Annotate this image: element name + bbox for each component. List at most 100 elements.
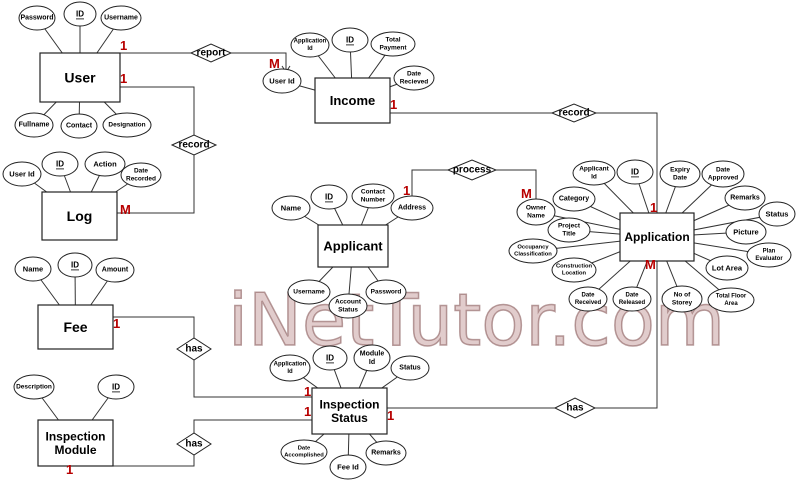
attribute-is-id: ID [312, 345, 348, 371]
attribute-label-text: Evaluator [755, 256, 783, 262]
attribute-label-text: Status [399, 365, 421, 372]
attribute-label-text: Id [287, 369, 293, 375]
attribute-ellipse [701, 160, 745, 188]
attribute-label-text: Password [371, 289, 402, 296]
attribute-label-text: Id [307, 46, 313, 52]
attribute-log-userid: User Id [2, 161, 42, 187]
attribute-label-text: Contact [66, 123, 93, 130]
attribute-is-status: Status [390, 355, 430, 381]
attribute-ellipse [331, 27, 369, 53]
attribute-ellipse [707, 287, 755, 313]
relationship-label-text: has [185, 344, 203, 355]
attribute-label-text: Construction [556, 263, 593, 269]
attribute-inc-userid: User Id [262, 68, 302, 94]
attribute-ellipse [13, 374, 55, 400]
attribute-label-text: ID [76, 10, 84, 19]
cardinality-im-has: 1 [66, 462, 73, 477]
attribute-ellipse [552, 186, 596, 212]
attribute-label-text: Classification [514, 252, 552, 258]
attribute-label-text: Owner [526, 205, 547, 212]
attribute-label-text: Total [385, 37, 400, 44]
attribute-ellipse [661, 285, 703, 313]
attribute-ellipse [353, 344, 391, 372]
relationship-has-module[interactable]: has [176, 432, 212, 456]
relationship-record-user-log[interactable]: record [170, 134, 218, 156]
entity-application[interactable]: Application [619, 212, 695, 262]
relationship-has-fee[interactable]: has [176, 337, 212, 361]
attribute-im-id: ID [97, 374, 135, 400]
attribute-ellipse [725, 219, 767, 245]
attribute-ellipse [57, 252, 93, 278]
attribute-label-text: Designation [108, 122, 145, 129]
attribute-ellipse [2, 161, 42, 187]
attribute-label-text: ID [631, 168, 639, 177]
attribute-label-text: ID [71, 261, 79, 270]
entity-box [314, 77, 391, 124]
attribute-label-text: User Id [9, 170, 35, 179]
relationship-has-app[interactable]: has [553, 397, 597, 419]
attribute-label-text: ID [112, 383, 120, 392]
relationship-diamond [553, 397, 597, 419]
entity-income[interactable]: Income [314, 77, 391, 124]
attribute-label-text: Received [575, 300, 602, 306]
entity-fee[interactable]: Fee [37, 304, 114, 350]
attribute-fee-amount: Amount [95, 257, 135, 283]
entity-log[interactable]: Log [41, 191, 118, 241]
attribute-ellipse [393, 65, 435, 91]
attribute-ellipse [14, 112, 54, 138]
cardinality-owner-process: M [521, 186, 532, 201]
cardinality-user-report: 1 [120, 38, 127, 53]
record-user-line [120, 86, 195, 135]
entity-label-text: Inspection [319, 397, 379, 411]
attribute-label-text: Area [724, 301, 738, 307]
relationship-report[interactable]: report [189, 43, 233, 63]
attribute-label-text: Accomplished [284, 453, 324, 459]
attribute-ellipse [262, 68, 302, 94]
cardinality-is-fee: 1 [304, 384, 311, 399]
entity-label-text: User [64, 70, 96, 86]
attribute-ellipse [280, 439, 328, 465]
attribute-label-text: Picture [733, 228, 758, 237]
attribute-label-text: Module [360, 350, 385, 357]
has-app-app-line [595, 261, 658, 409]
relationship-record-income-app[interactable]: record [550, 103, 598, 123]
attribute-label-text: Title [562, 231, 576, 238]
attribute-label-text: Application [274, 361, 307, 367]
attribute-ellipse [290, 32, 330, 58]
has-fee-is-line [193, 360, 312, 398]
attribute-label-text: Applicant [579, 166, 609, 173]
attribute-ellipse [551, 257, 597, 283]
attribute-ellipse [84, 151, 126, 177]
attribute-label-text: Storey [672, 300, 693, 307]
cardinality-fee-has: 1 [113, 316, 120, 331]
attribute-apl-address: Address [390, 195, 434, 221]
relationship-process[interactable]: process [446, 159, 498, 181]
entity-user[interactable]: User [39, 52, 121, 103]
entity-label-text: Fee [63, 319, 87, 335]
attribute-ellipse [365, 440, 407, 466]
relationship-diamond [550, 103, 598, 123]
entity-applicant[interactable]: Applicant [317, 224, 389, 268]
entity-label-text: Inspection [45, 429, 105, 443]
attribute-label-text: Project [558, 223, 581, 230]
attribute-ellipse [572, 160, 616, 186]
cardinality-applicant-process: 1 [403, 183, 410, 198]
attribute-label-text: Recorded [126, 176, 156, 183]
attribute-inc-id: ID [331, 27, 369, 53]
entity-label-text: Applicant [323, 239, 383, 254]
relationship-label-text: has [185, 439, 203, 450]
